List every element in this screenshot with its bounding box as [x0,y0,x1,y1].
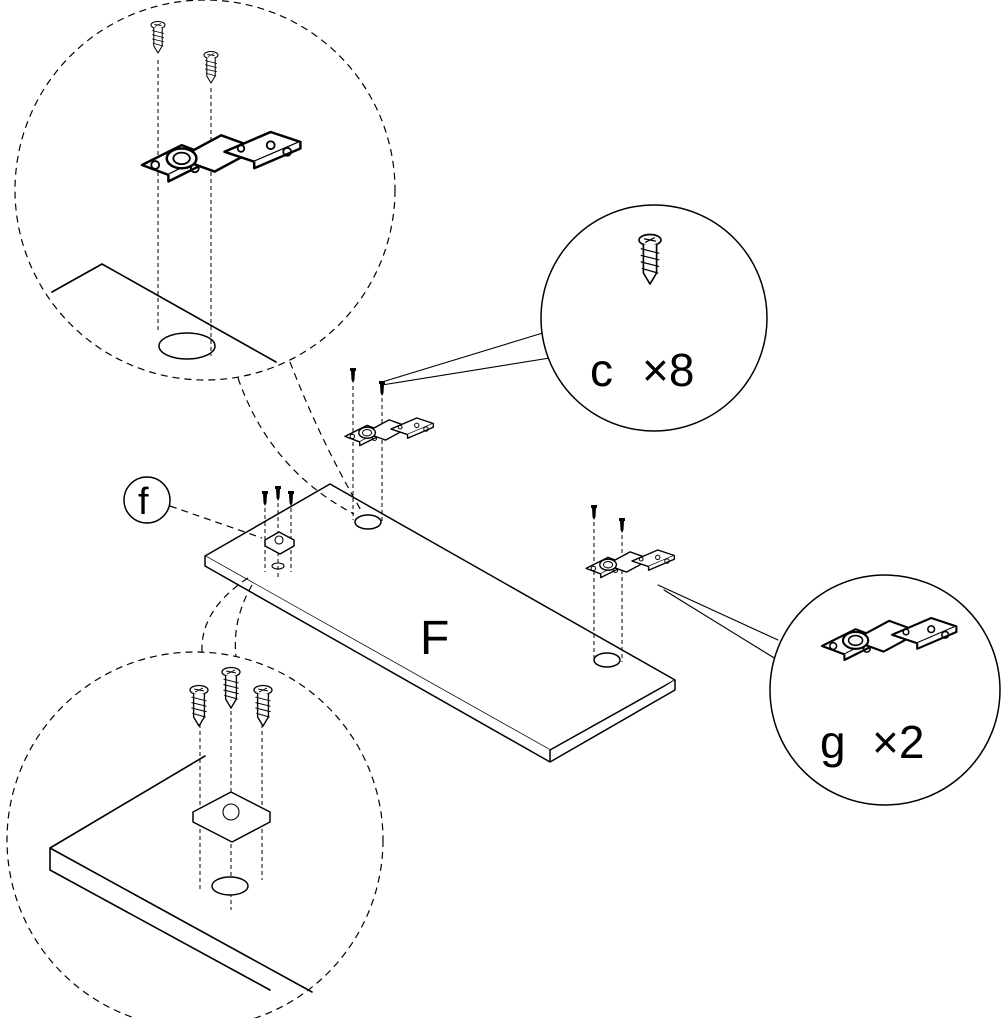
cam-lock-assembly [262,486,295,578]
cam-part-label: f [138,481,149,523]
hinge-top-assembly [344,368,435,522]
hinge-detail-view [14,0,396,515]
hinge-callout [657,574,1001,806]
panel-f-label: F [420,612,449,665]
screw-part-label: c [590,344,613,396]
hinge-qty-label: ×2 [872,716,924,768]
screw-qty-label: ×8 [642,344,694,396]
cam-detail-view [6,577,384,1018]
panel-f [204,483,676,763]
hinge-right-assembly [585,505,676,662]
screw-callout [381,204,768,432]
hinge-part-label: g [820,716,846,768]
cam-label-marker [123,476,263,539]
